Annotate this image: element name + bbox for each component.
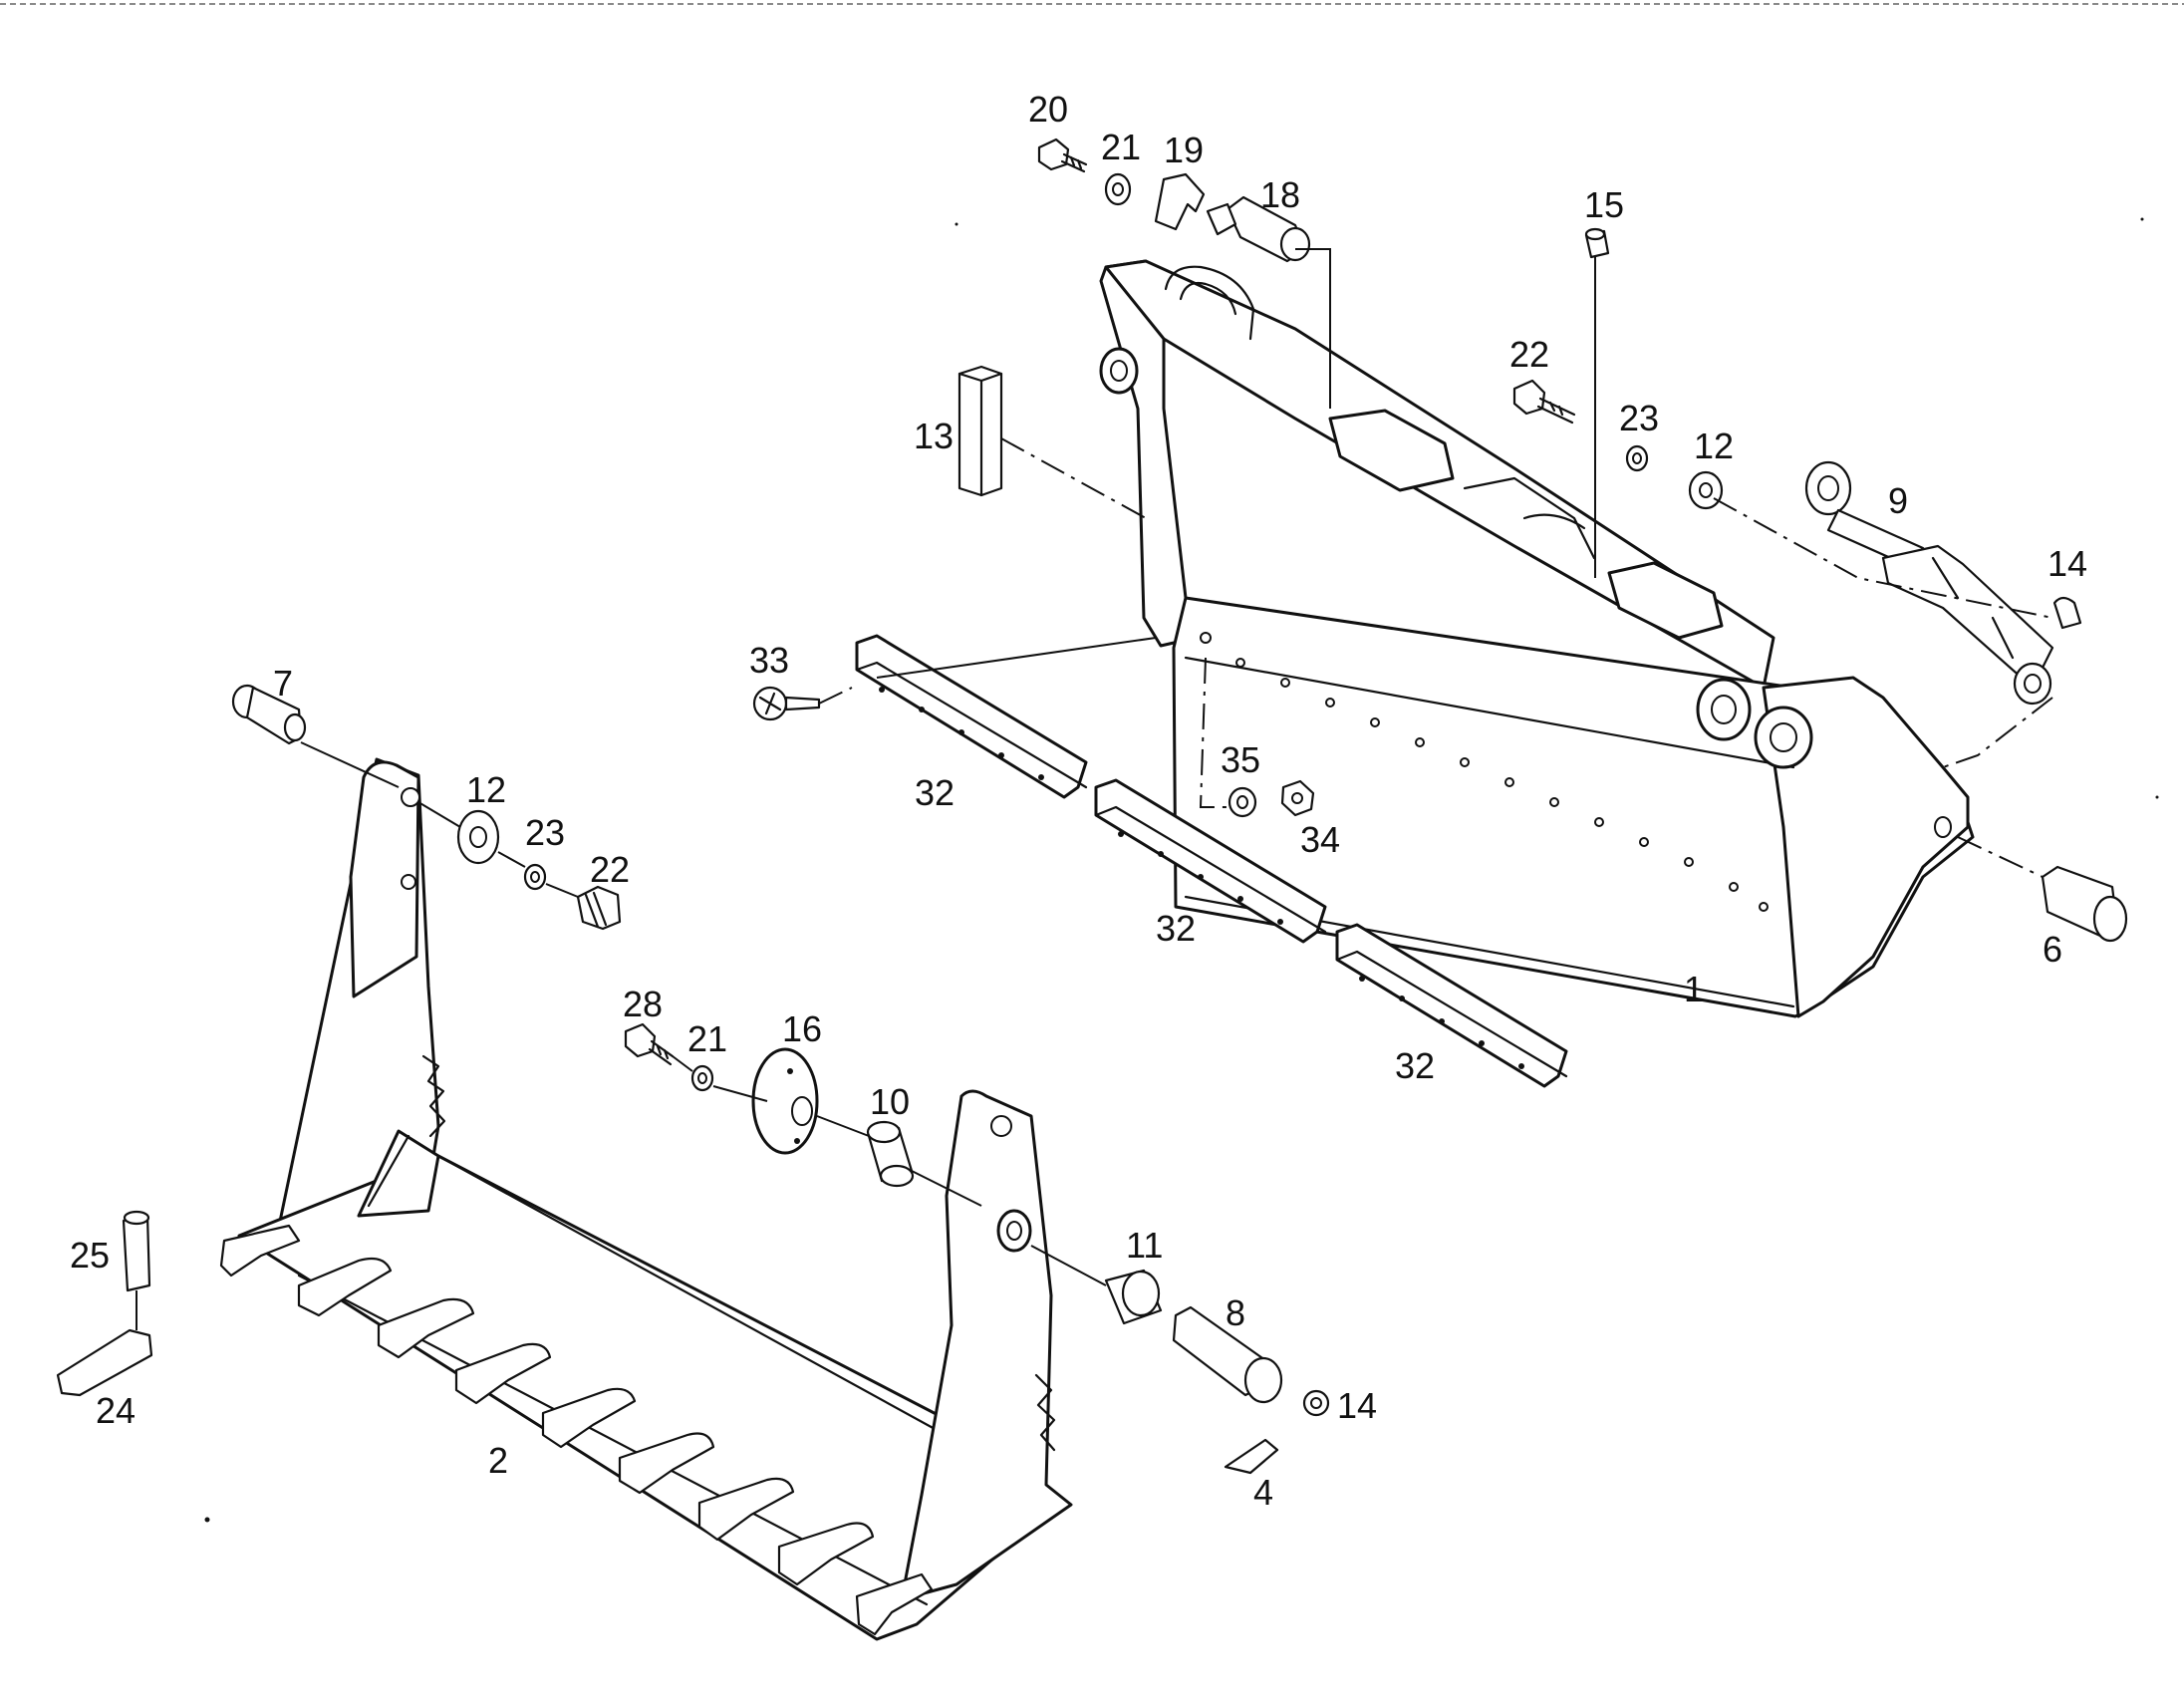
callout-16: 16 <box>782 1008 822 1049</box>
part-22-bolt-upper <box>1512 379 1576 425</box>
part-6-pin <box>2041 865 2128 943</box>
part-22-bolt-lower <box>576 885 622 931</box>
callout-12-lower: 12 <box>466 769 506 810</box>
part-34-nut <box>1280 779 1315 817</box>
part-9-cylinder <box>1804 460 2054 706</box>
callout-34: 34 <box>1300 819 1340 860</box>
part-33-screw <box>752 686 821 721</box>
part-25-pin <box>122 1210 151 1292</box>
part-24-tooth <box>56 1328 153 1397</box>
part-21-washer-lower <box>690 1064 714 1092</box>
callout-32-a: 32 <box>915 772 955 813</box>
part-32-plate-c <box>1335 923 1568 1088</box>
callout-21-lower: 21 <box>687 1018 727 1059</box>
callout-22-lower: 22 <box>590 849 630 890</box>
callout-20: 20 <box>1028 89 1068 130</box>
part-32-plate-b <box>1094 778 1327 944</box>
callout-28: 28 <box>623 984 663 1024</box>
callout-22-upper: 22 <box>1509 334 1549 375</box>
callout-19: 19 <box>1164 130 1204 170</box>
part-14-clip-upper <box>2052 596 2082 630</box>
part-11-bushing <box>1104 1269 1163 1325</box>
scan-specks <box>204 217 2159 1523</box>
callout-23-lower: 23 <box>525 812 565 853</box>
part-15-bushing <box>1584 227 1610 259</box>
callout-25: 25 <box>70 1235 110 1276</box>
callout-23-upper: 23 <box>1619 398 1659 438</box>
leader-lines <box>136 248 2053 1330</box>
callout-11: 11 <box>1126 1225 1163 1266</box>
callout-2: 2 <box>488 1440 508 1481</box>
callout-6: 6 <box>2043 929 2062 970</box>
part-28-bolt <box>624 1022 675 1066</box>
callout-32-c: 32 <box>1395 1045 1435 1086</box>
callout-9: 9 <box>1888 480 1908 521</box>
part-1-bucket-frame <box>1099 259 1975 1018</box>
part-20-bolt <box>1037 138 1088 173</box>
callout-13: 13 <box>914 416 954 456</box>
part-18-pin <box>1206 195 1311 263</box>
part-8-pin <box>1172 1305 1283 1404</box>
part-7-pin <box>231 684 307 745</box>
callout-24: 24 <box>96 1390 136 1431</box>
callout-14-lower: 14 <box>1337 1385 1377 1426</box>
part-4-wedge <box>1224 1438 1279 1475</box>
part-14-clip-lower <box>1302 1389 1330 1417</box>
callout-14-upper: 14 <box>2048 543 2087 584</box>
part-13-bar <box>957 365 1003 497</box>
callout-8: 8 <box>1226 1292 1245 1333</box>
callout-10: 10 <box>870 1081 910 1122</box>
part-2-toothed-bucket <box>219 757 1073 1641</box>
part-32-plate-a <box>855 634 1088 799</box>
callout-1: 1 <box>1684 969 1704 1009</box>
callout-labels: 20 21 19 18 15 22 23 12 9 14 13 33 32 35… <box>70 89 2087 1513</box>
part-16-disc <box>751 1047 819 1155</box>
callout-32-b: 32 <box>1156 908 1196 949</box>
callout-18: 18 <box>1260 174 1300 215</box>
part-12-washer-upper <box>1688 470 1724 510</box>
callout-33: 33 <box>749 640 789 681</box>
part-23-washer-upper <box>1625 444 1649 472</box>
callout-12-upper: 12 <box>1694 426 1734 466</box>
callout-35: 35 <box>1221 739 1260 780</box>
part-35-washer <box>1228 786 1257 818</box>
part-23-washer-lower <box>523 863 547 891</box>
part-19-clip <box>1154 172 1206 231</box>
part-10-bushing <box>866 1120 915 1188</box>
callout-15: 15 <box>1584 184 1624 225</box>
callout-4: 4 <box>1253 1472 1273 1513</box>
callout-21-upper: 21 <box>1101 127 1141 167</box>
part-12-washer-lower <box>456 809 500 865</box>
callout-7: 7 <box>273 663 293 704</box>
part-21-washer-upper <box>1104 172 1132 206</box>
